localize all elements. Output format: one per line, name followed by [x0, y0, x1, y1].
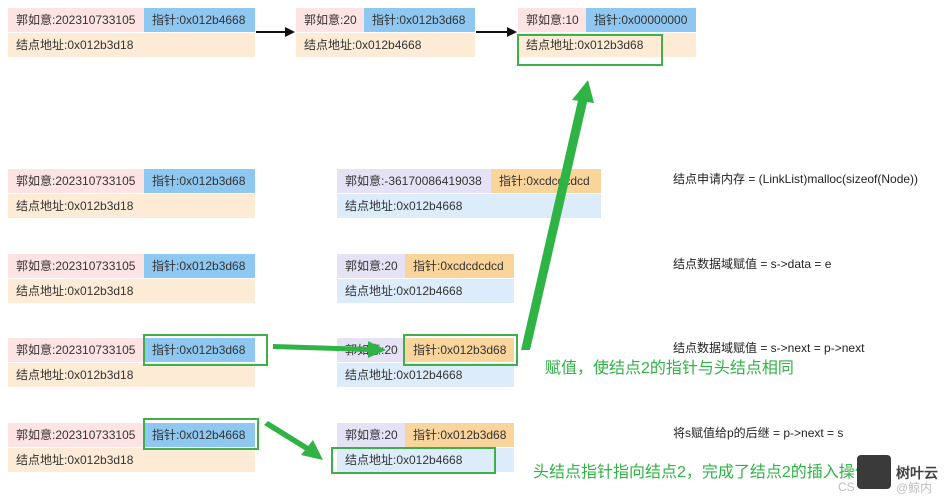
step4-green-note: 头结点指针指向结点2，完成了结点2的插入操作	[533, 464, 871, 481]
step3-note: 结点数据域赋值 = s->next = p->next	[673, 341, 865, 355]
step3-head-address: 结点地址:0x012b3d18	[8, 363, 255, 387]
step4-new-pointer: 指针:0x012b3d68	[405, 423, 514, 447]
step1-new-pointer: 指针:0xcdcdcdcd	[491, 169, 601, 193]
node1-pointer: 指针:0x012b4668	[144, 8, 255, 32]
green-arrow-up	[521, 80, 594, 350]
green-arrow-step4	[264, 421, 323, 460]
node2-address: 结点地址:0x012b4668	[296, 33, 475, 57]
node3-data: 郭如意:10	[518, 8, 586, 32]
step2-new-data: 郭如意:20	[337, 254, 405, 278]
step3-new-pointer: 指针:0x012b3d68	[405, 338, 514, 362]
step3-head-pointer: 指针:0x012b3d68	[144, 338, 255, 362]
watermark-logo	[857, 455, 891, 489]
step4-head-address: 结点地址:0x012b3d18	[8, 448, 255, 472]
step4-new-data: 郭如意:20	[337, 423, 405, 447]
step1-new-data: 郭如意:-36170086419038	[337, 169, 491, 193]
step2-head-pointer: 指针:0x012b3d68	[144, 254, 255, 278]
step4-head-data: 郭如意:202310733105	[8, 423, 144, 447]
node2-pointer: 指针:0x012b3d68	[364, 8, 475, 32]
node3-address: 结点地址:0x012b3d68	[518, 33, 696, 57]
step2-head-address: 结点地址:0x012b3d18	[8, 279, 255, 303]
step4-head-pointer-highlight	[143, 418, 259, 450]
watermark-brand: 树叶云	[896, 465, 938, 481]
node2-data: 郭如意:20	[296, 8, 364, 32]
green-arrow-step3	[273, 341, 386, 358]
step4-new-address: 结点地址:0x012b4668	[337, 448, 514, 472]
step4-head-pointer: 指针:0x012b4668	[144, 423, 255, 447]
step1-head-address: 结点地址:0x012b3d18	[8, 194, 255, 218]
node3-pointer: 指针:0x00000000	[586, 8, 696, 32]
step2-new-address: 结点地址:0x012b4668	[337, 279, 514, 303]
step4-new-address-highlight	[331, 447, 496, 474]
node1-address: 结点地址:0x012b3d18	[8, 33, 255, 57]
step1-head-data: 郭如意:202310733105	[8, 169, 144, 193]
step3-head-pointer-highlight	[143, 334, 268, 366]
step3-new-pointer-highlight	[403, 334, 518, 366]
node3-address-highlight	[517, 34, 663, 66]
watermark-cs: CS	[838, 480, 855, 494]
step4-note: 将s赋值给p的后继 = p->next = s	[673, 426, 844, 440]
step2-note: 结点数据域赋值 = s->data = e	[673, 257, 832, 271]
watermark-handle: @鲸内	[896, 481, 933, 495]
step2-new-pointer: 指针:0xcdcdcdcd	[405, 254, 514, 278]
step3-new-address: 结点地址:0x012b4668	[337, 363, 514, 387]
step1-note: 结点申请内存 = (LinkList)malloc(sizeof(Node))	[673, 172, 919, 186]
node1-data: 郭如意:202310733105	[8, 8, 144, 32]
step2-head-data: 郭如意:202310733105	[8, 254, 144, 278]
step3-green-note: 赋值，使结点2的指针与头结点相同	[545, 360, 794, 377]
step3-head-data: 郭如意:202310733105	[8, 338, 144, 362]
step1-head-pointer: 指针:0x012b3d68	[144, 169, 255, 193]
